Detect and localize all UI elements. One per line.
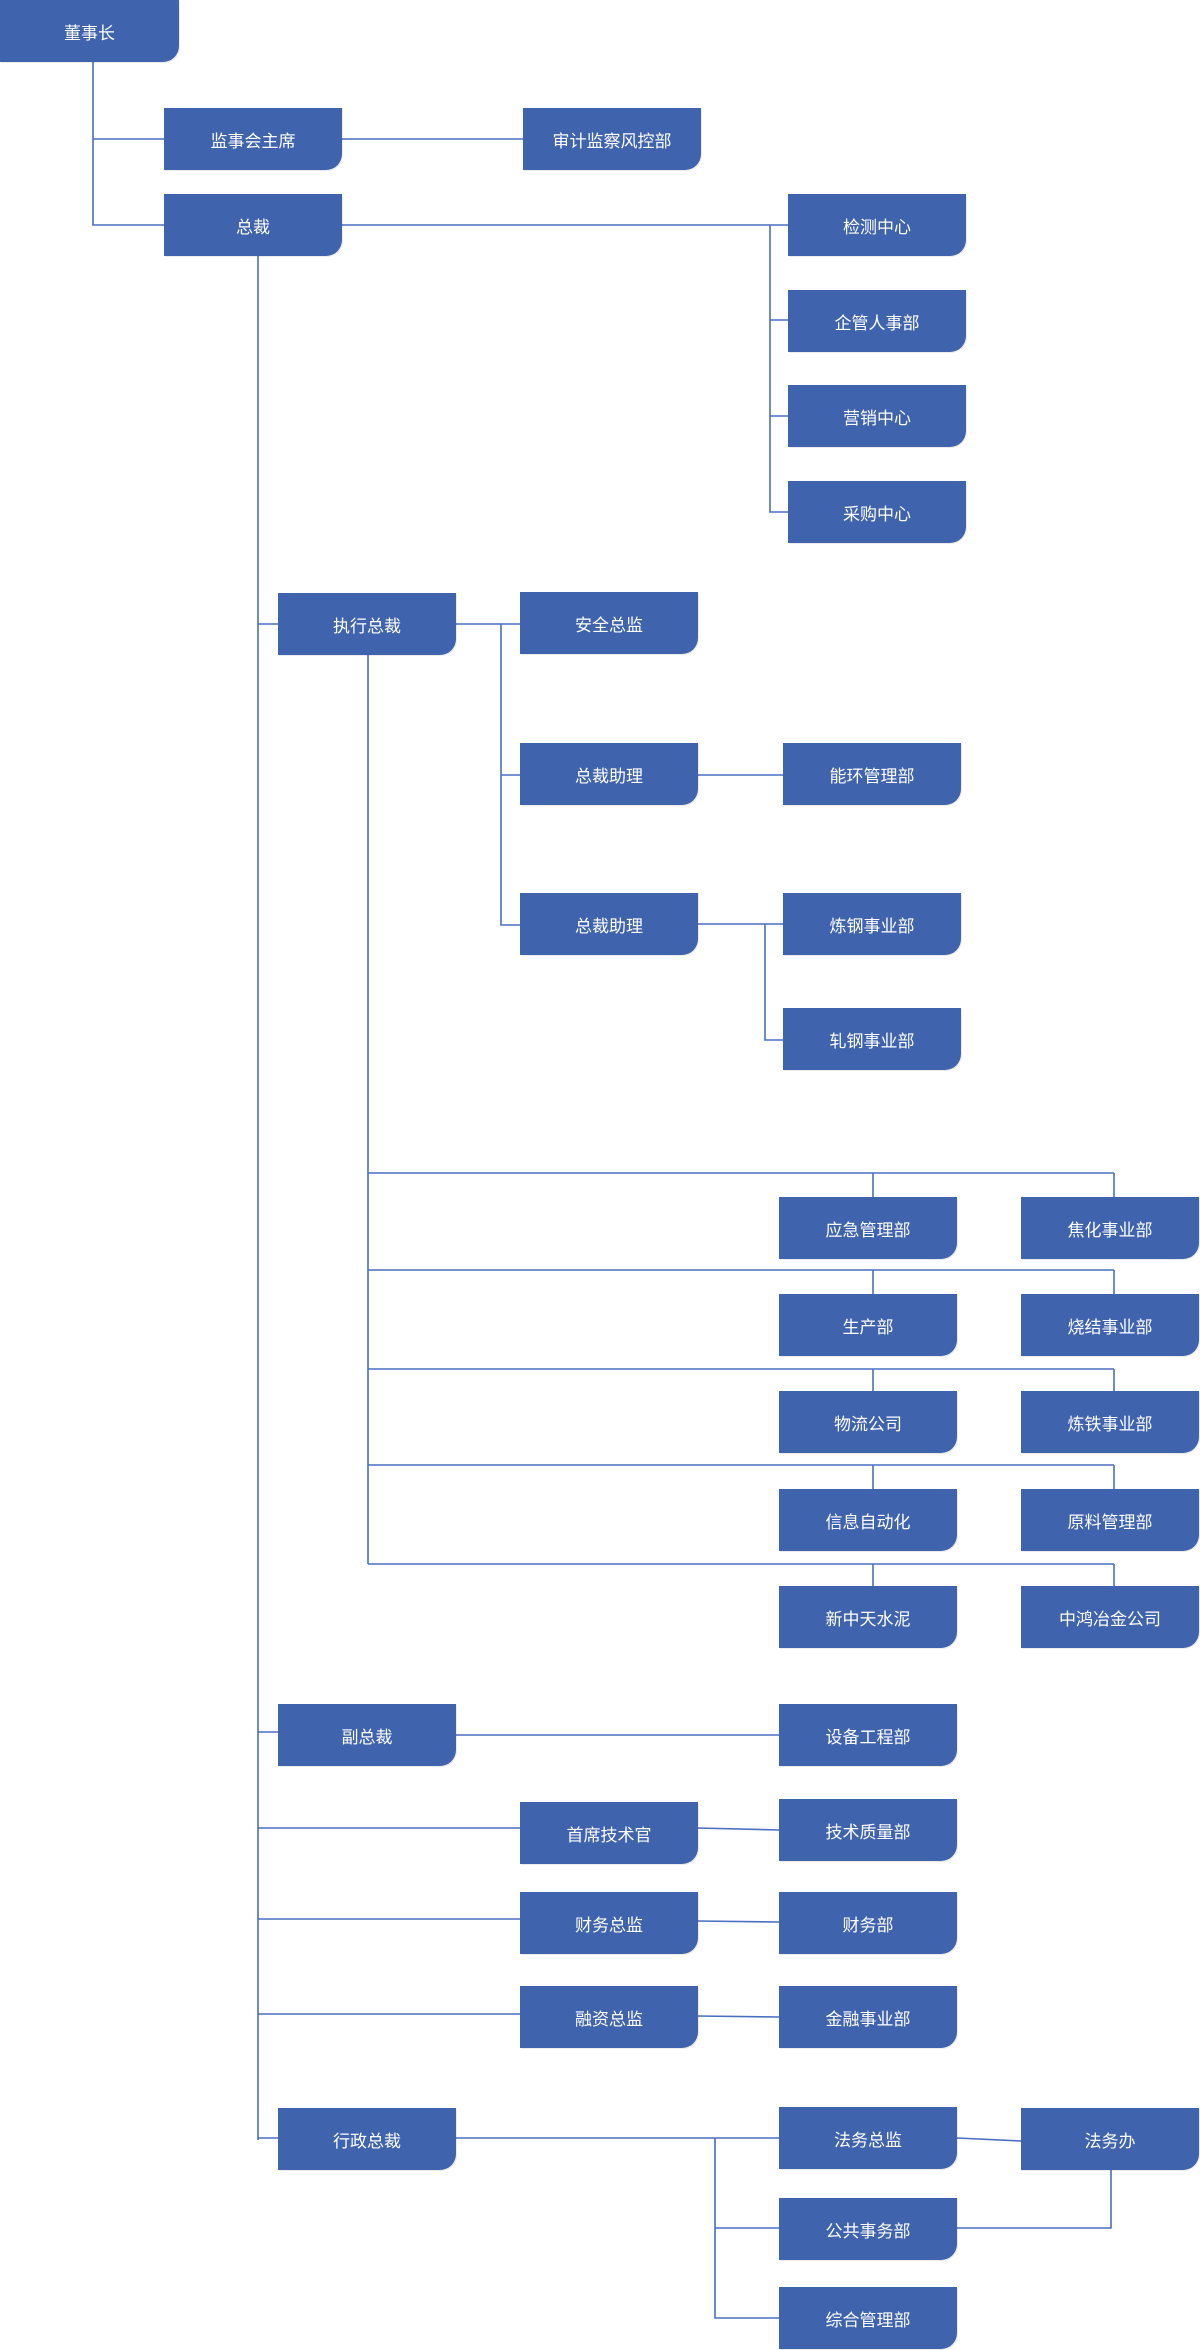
node-assistant-2[interactable]: 总裁助理: [520, 893, 698, 955]
node-safety-director[interactable]: 安全总监: [520, 592, 698, 654]
node-public-affairs[interactable]: 公共事务部: [779, 2198, 957, 2260]
node-legal-office[interactable]: 法务办: [1021, 2108, 1199, 2170]
node-cement[interactable]: 新中天水泥: [779, 1586, 957, 1648]
node-marketing-center[interactable]: 营销中心: [788, 385, 966, 447]
node-cto[interactable]: 首席技术官: [520, 1802, 698, 1864]
node-steel-rolling[interactable]: 轧钢事业部: [783, 1008, 961, 1070]
node-coking[interactable]: 焦化事业部: [1021, 1197, 1199, 1259]
node-vice-president[interactable]: 副总裁: [278, 1704, 456, 1766]
node-admin-president[interactable]: 行政总裁: [278, 2108, 456, 2170]
node-supervisory-chair[interactable]: 监事会主席: [164, 108, 342, 170]
node-audit-risk[interactable]: 审计监察风控部: [523, 108, 701, 170]
node-finance[interactable]: 财务部: [779, 1892, 957, 1954]
node-financing-director[interactable]: 融资总监: [520, 1986, 698, 2048]
node-sintering[interactable]: 烧结事业部: [1021, 1294, 1199, 1356]
node-raw-materials[interactable]: 原料管理部: [1021, 1489, 1199, 1551]
node-logistics[interactable]: 物流公司: [779, 1391, 957, 1453]
node-legal-director[interactable]: 法务总监: [779, 2107, 957, 2169]
node-it-automation[interactable]: 信息自动化: [779, 1489, 957, 1551]
node-production[interactable]: 生产部: [779, 1294, 957, 1356]
node-emergency[interactable]: 应急管理部: [779, 1197, 957, 1259]
node-chairman[interactable]: 董事长: [0, 0, 179, 62]
node-assistant-1[interactable]: 总裁助理: [520, 743, 698, 805]
node-testing-center[interactable]: 检测中心: [788, 194, 966, 256]
node-general-management[interactable]: 综合管理部: [779, 2287, 957, 2349]
node-tech-quality[interactable]: 技术质量部: [779, 1799, 957, 1861]
node-financial-business[interactable]: 金融事业部: [779, 1986, 957, 2048]
node-hr[interactable]: 企管人事部: [788, 290, 966, 352]
node-cfo[interactable]: 财务总监: [520, 1892, 698, 1954]
node-executive-president[interactable]: 执行总裁: [278, 593, 456, 655]
node-president[interactable]: 总裁: [164, 194, 342, 256]
node-steelmaking[interactable]: 炼钢事业部: [783, 893, 961, 955]
node-equipment-eng[interactable]: 设备工程部: [779, 1704, 957, 1766]
node-procurement-center[interactable]: 采购中心: [788, 481, 966, 543]
node-ironmaking[interactable]: 炼铁事业部: [1021, 1391, 1199, 1453]
node-zhonghong[interactable]: 中鸿冶金公司: [1021, 1586, 1199, 1648]
node-energy-env[interactable]: 能环管理部: [783, 743, 961, 805]
